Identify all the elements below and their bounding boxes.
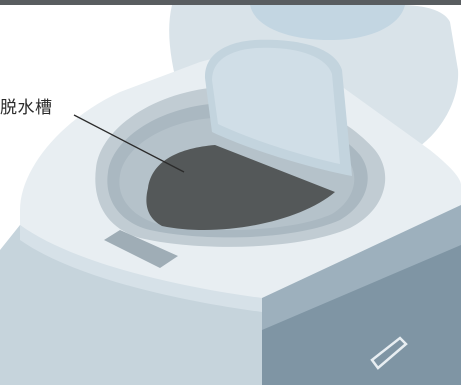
top-rule (0, 0, 461, 5)
spin-basket-label: 脱水槽 (0, 98, 53, 118)
